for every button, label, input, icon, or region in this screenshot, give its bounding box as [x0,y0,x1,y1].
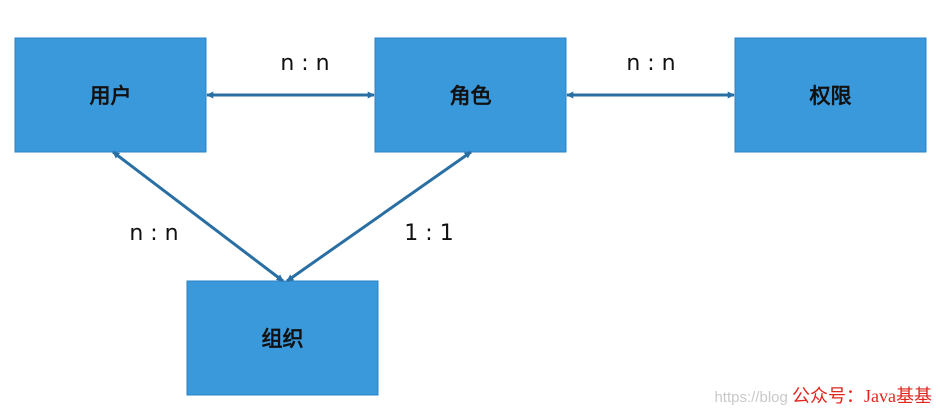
connector-user-organization [112,150,284,283]
watermark-brand: 公众号：Java基基 [792,386,932,406]
node-user-label: 用户 [90,84,132,108]
watermark-url: https://blog [714,389,788,406]
relation-label-user-organization: n : n [129,221,178,246]
node-permission-label: 权限 [809,84,852,108]
relation-label-role-permission: n : n [626,51,675,76]
node-permission: 权限 [734,37,927,153]
relation-label-user-role: n : n [280,51,329,76]
node-role: 角色 [374,37,567,153]
node-role-label: 角色 [450,84,492,108]
node-organization: 组织 [186,280,379,396]
node-user: 用户 [14,37,207,153]
node-organization-label: 组织 [262,327,304,351]
connector-role-organization [286,150,472,283]
watermark: https://blog 公众号：Java基基 [714,382,932,408]
relation-label-role-organization: 1 : 1 [404,221,453,246]
